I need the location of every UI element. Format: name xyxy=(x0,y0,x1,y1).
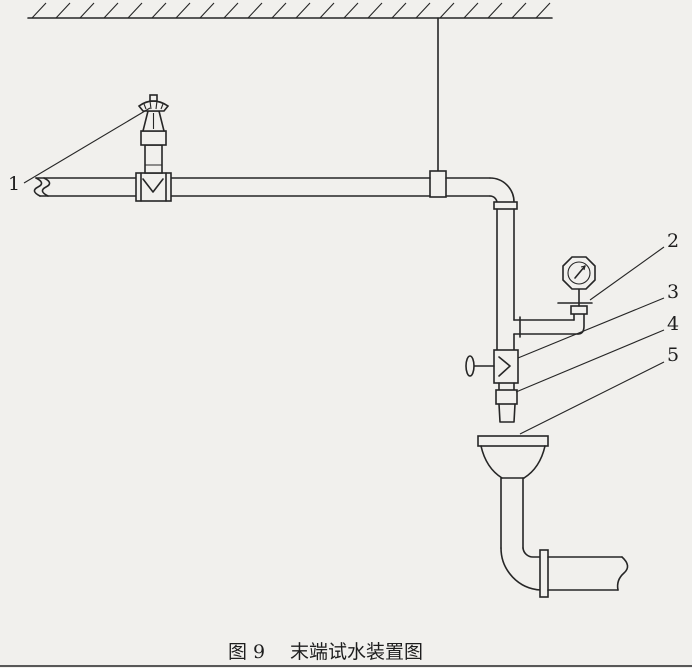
leader-lines xyxy=(23,107,665,435)
valve-body xyxy=(493,349,519,384)
hanger-clamp xyxy=(429,170,447,198)
leader-5 xyxy=(519,361,665,435)
sprinkler-hex xyxy=(140,130,167,146)
gauge-cock xyxy=(570,305,588,315)
test-valve xyxy=(465,349,519,384)
gauge-elbow xyxy=(573,311,585,335)
pipe-break-left-outer xyxy=(33,177,43,197)
sprinkler-tee xyxy=(135,172,172,202)
leader-3 xyxy=(517,297,665,359)
label-5: 5 xyxy=(667,344,679,366)
drain-flange xyxy=(539,549,549,598)
sprinkler-nipple xyxy=(144,144,163,174)
sprinkler-deflector xyxy=(137,100,170,112)
leader-2 xyxy=(589,246,665,301)
ceiling-hatching xyxy=(31,2,551,19)
gauge-dial xyxy=(567,261,591,285)
gauge-needle xyxy=(574,265,586,279)
orifice-fitting xyxy=(495,389,518,405)
riser-pipe xyxy=(496,208,515,351)
funnel-rim xyxy=(477,435,549,447)
leader-4 xyxy=(515,329,665,393)
ceiling xyxy=(27,2,553,19)
label-3: 3 xyxy=(667,281,679,303)
leader-1 xyxy=(23,107,151,184)
figure-number: 图 9 xyxy=(228,641,265,663)
gauge-branch xyxy=(513,256,596,338)
valve-handwheel-icon xyxy=(465,355,475,377)
funnel-bowl xyxy=(480,445,546,479)
label-2: 2 xyxy=(667,230,679,252)
gauge-needle-tip xyxy=(580,265,586,271)
drain-pipe-break xyxy=(616,556,629,591)
drain-funnel xyxy=(477,435,629,598)
tee-symbol xyxy=(142,178,164,193)
elbow-outer xyxy=(489,177,515,203)
outlet-pipe xyxy=(498,403,516,423)
pipe-break-left xyxy=(41,177,51,197)
pipe-hanger xyxy=(429,17,447,198)
figure-title: 末端试水装置图 xyxy=(290,641,423,663)
elbow-flange xyxy=(493,201,518,210)
deflector-teeth xyxy=(143,100,164,110)
label-1: 1 xyxy=(8,173,20,195)
orifice-outlet xyxy=(495,382,518,423)
branch-pipe xyxy=(33,177,518,210)
deflector-cap xyxy=(149,94,158,102)
valve-symbol xyxy=(498,356,511,377)
sprinkler-assembly xyxy=(135,94,172,202)
drain-elbow-outer xyxy=(500,547,542,591)
drain-elbow-inner xyxy=(522,547,542,558)
label-4: 4 xyxy=(667,313,679,335)
